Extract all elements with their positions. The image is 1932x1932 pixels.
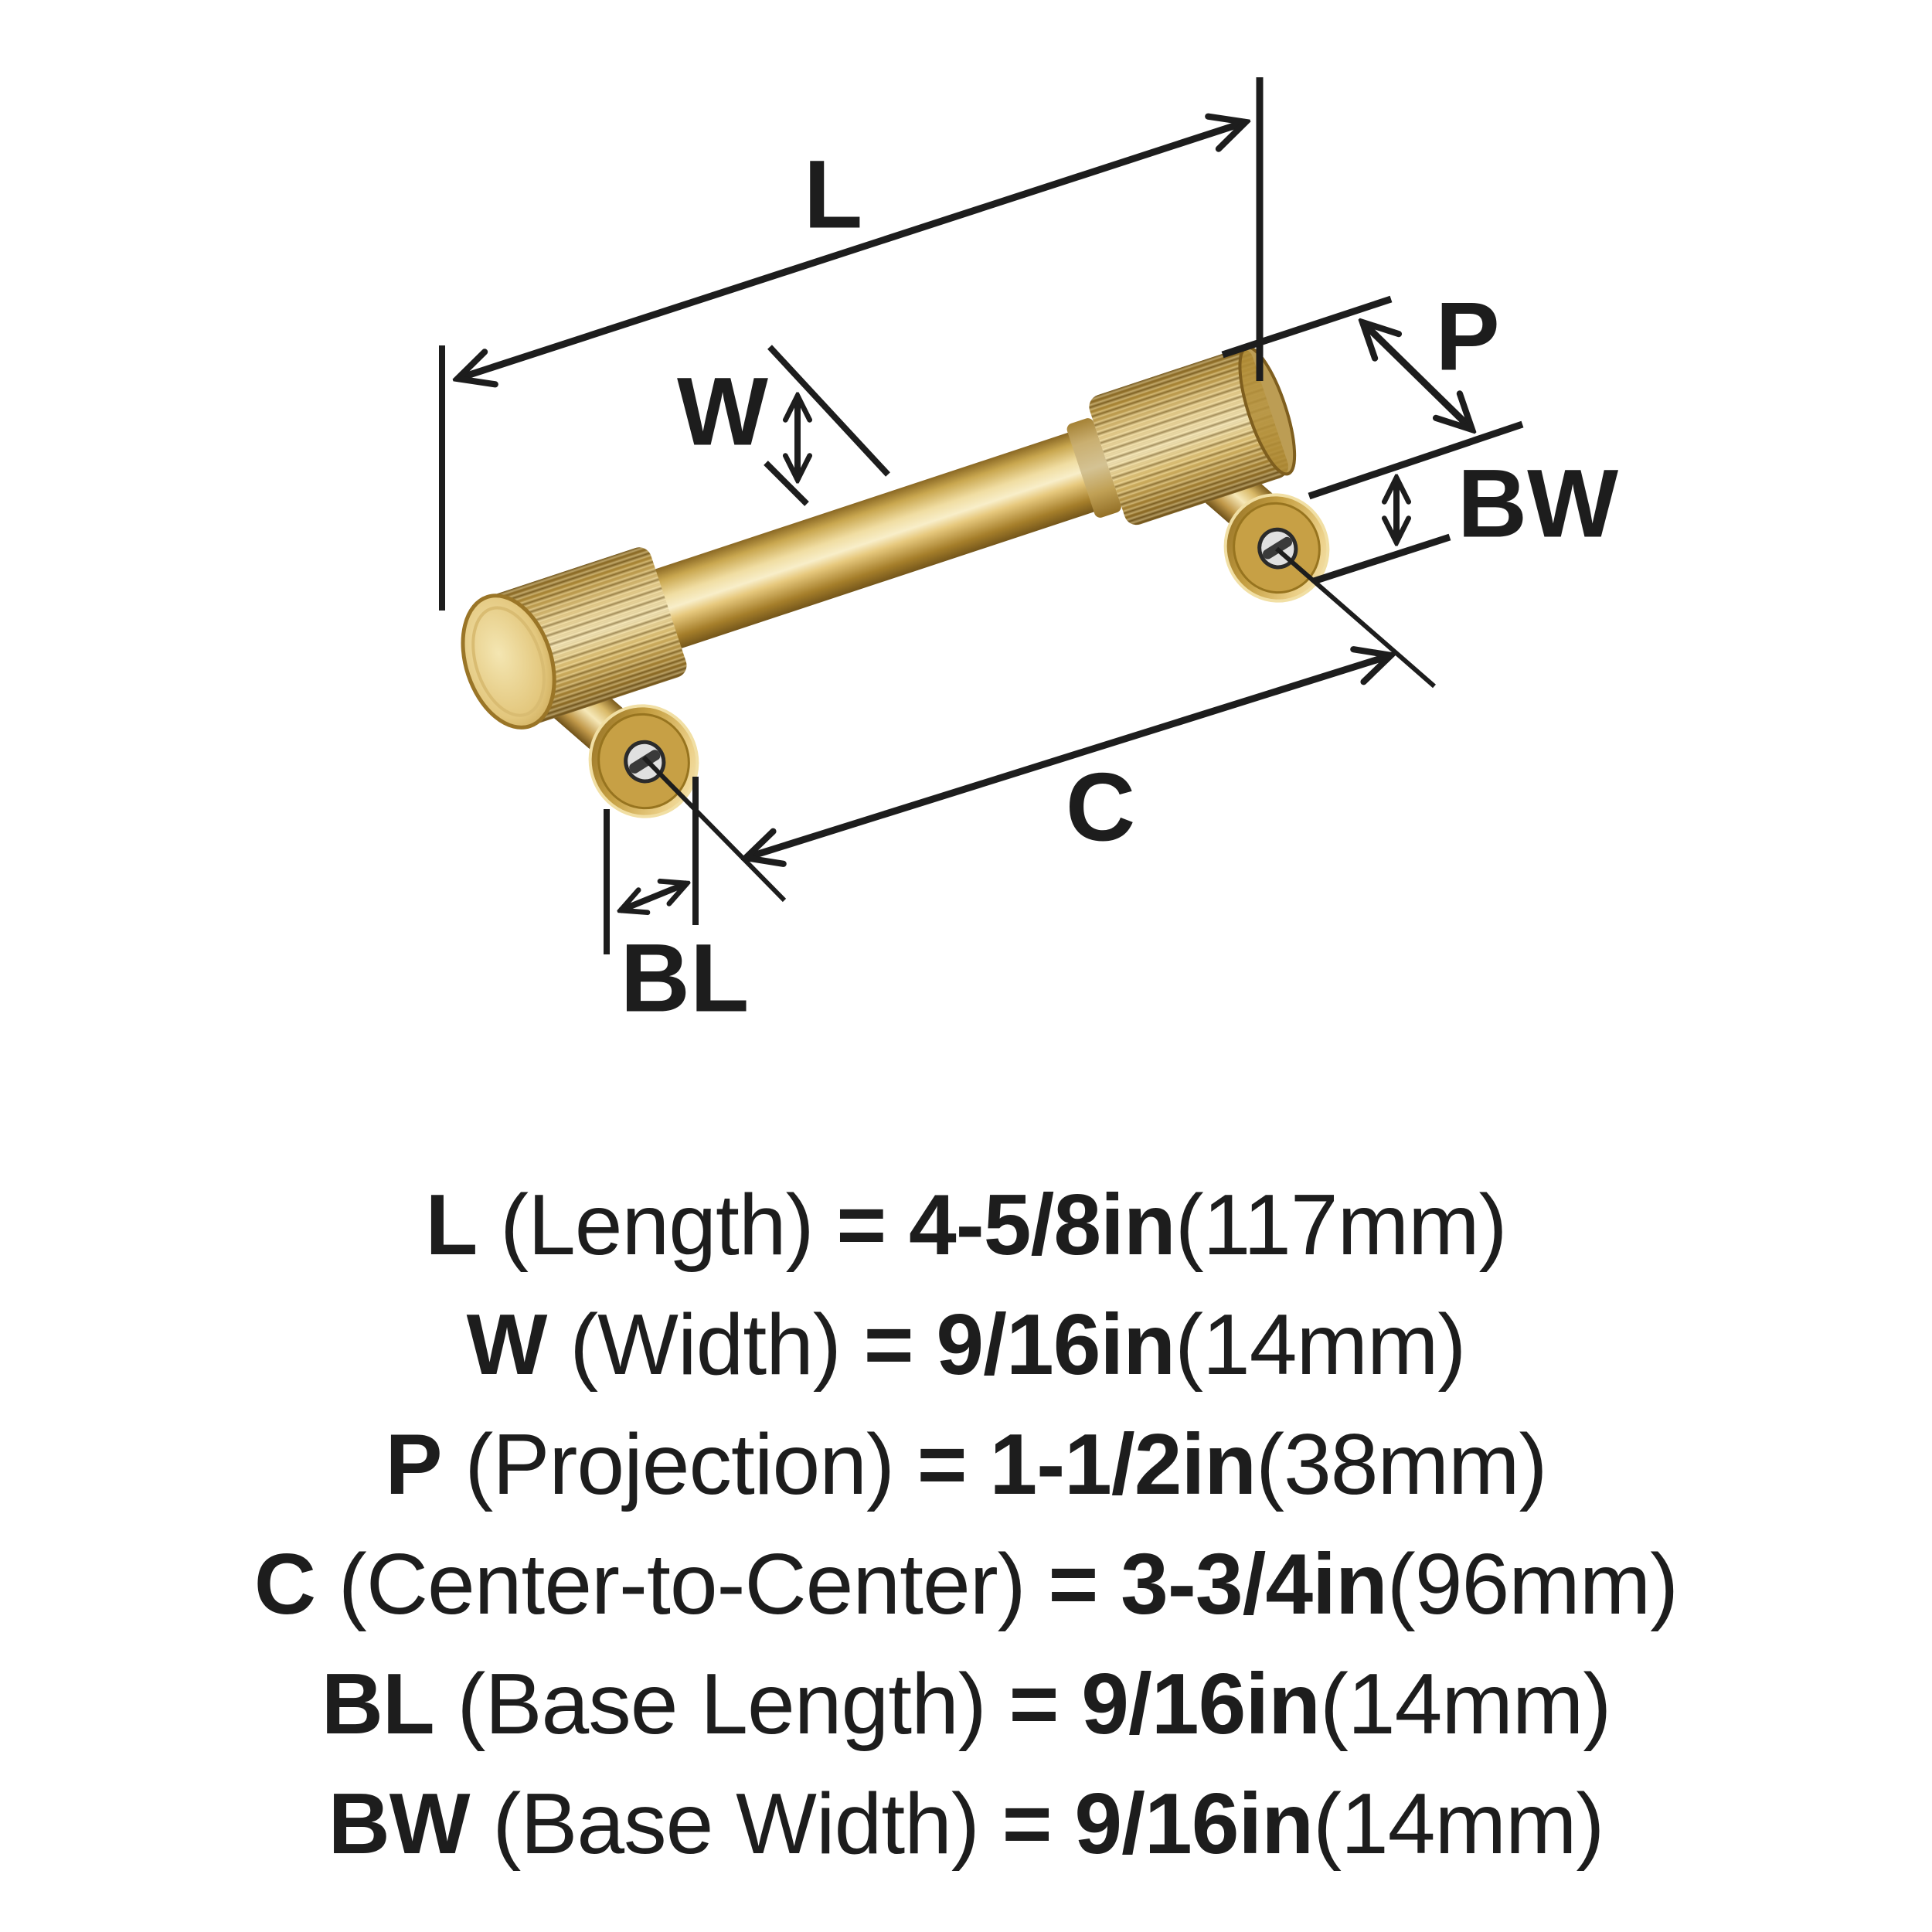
dim-bw bbox=[1312, 478, 1451, 585]
dim-l bbox=[439, 77, 1264, 611]
spec-metric: (96mm) bbox=[1386, 1536, 1679, 1632]
spec-list: L (Length) = 4-5/8in(117mm) W (Width) = … bbox=[0, 1165, 1932, 1884]
handle-bar-group bbox=[461, 345, 1297, 730]
spec-value: 9/16in bbox=[1058, 1656, 1321, 1752]
spec-equals: = bbox=[1002, 1776, 1053, 1872]
spec-symbol: W bbox=[466, 1297, 548, 1393]
spec-line-base-length: BL (Base Length) = 9/16in(14mm) bbox=[0, 1645, 1932, 1764]
spec-equals: = bbox=[1009, 1656, 1060, 1752]
bl-arrow bbox=[621, 883, 687, 910]
dim-c bbox=[641, 546, 1436, 903]
spec-symbol: BL bbox=[321, 1656, 435, 1752]
spec-equals: = bbox=[863, 1297, 914, 1393]
spec-metric: (14mm) bbox=[1313, 1776, 1604, 1872]
spec-equals: = bbox=[836, 1177, 886, 1273]
c-dimension-line bbox=[746, 655, 1391, 858]
right-knurled-cap bbox=[1089, 345, 1297, 526]
w-tick-short bbox=[764, 461, 809, 506]
spec-equals: = bbox=[1048, 1536, 1098, 1632]
spec-metric: (14mm) bbox=[1319, 1656, 1611, 1752]
spec-symbol: L bbox=[425, 1177, 478, 1273]
spec-metric: (14mm) bbox=[1175, 1297, 1466, 1393]
spec-value: 4-5/8in bbox=[886, 1177, 1176, 1273]
spec-symbol: BW bbox=[328, 1776, 471, 1872]
handle-illustration bbox=[461, 345, 1330, 818]
spec-name: (Projection) bbox=[441, 1417, 917, 1512]
spec-symbol: C bbox=[253, 1536, 316, 1632]
l-dimension-line bbox=[457, 122, 1246, 379]
dim-p bbox=[1221, 295, 1524, 500]
p-extension-line-lower bbox=[1308, 420, 1524, 500]
dim-w bbox=[764, 345, 890, 506]
label-w: W bbox=[677, 359, 768, 466]
spec-value: 9/16in bbox=[913, 1297, 1175, 1393]
label-p: P bbox=[1435, 284, 1499, 391]
right-base bbox=[1223, 493, 1330, 603]
label-l: L bbox=[804, 141, 862, 249]
c-extension-line-right bbox=[1275, 546, 1436, 689]
spec-line-projection: P (Projection) = 1-1/2in(38mm) bbox=[0, 1405, 1932, 1525]
spec-line-base-width: BW (Base Width) = 9/16in(14mm) bbox=[0, 1764, 1932, 1884]
left-base bbox=[588, 704, 699, 818]
p-arrow bbox=[1362, 322, 1472, 430]
left-cap-face bbox=[462, 595, 555, 728]
w-tick-long bbox=[767, 345, 890, 477]
spec-line-center-to-center: C (Center-to-Center) = 3-3/4in(96mm) bbox=[0, 1525, 1932, 1645]
label-bl: BL bbox=[621, 925, 750, 1032]
spec-symbol: P bbox=[385, 1417, 443, 1512]
right-collar-ring bbox=[1066, 418, 1121, 518]
spec-line-width: W (Width) = 9/16in(14mm) bbox=[0, 1285, 1932, 1405]
spec-metric: (38mm) bbox=[1256, 1417, 1547, 1512]
spec-name: (Length) bbox=[477, 1177, 837, 1273]
bw-extension-line-lower bbox=[1312, 533, 1451, 585]
spec-metric: (117mm) bbox=[1175, 1177, 1508, 1273]
spec-value: 1-1/2in bbox=[966, 1417, 1257, 1512]
label-bw: BW bbox=[1458, 451, 1618, 558]
spec-value: 9/16in bbox=[1051, 1776, 1314, 1872]
spec-value: 3-3/4in bbox=[1097, 1536, 1388, 1632]
spec-name: (Width) bbox=[546, 1297, 864, 1393]
label-c: C bbox=[1066, 754, 1135, 862]
spec-name: (Center-to-Center) bbox=[315, 1536, 1049, 1632]
dim-bl bbox=[604, 777, 699, 954]
spec-name: (Base Width) bbox=[469, 1776, 1002, 1872]
handle-bar bbox=[646, 430, 1102, 651]
spec-name: (Base Length) bbox=[434, 1656, 1009, 1752]
spec-line-length: L (Length) = 4-5/8in(117mm) bbox=[0, 1165, 1932, 1285]
spec-equals: = bbox=[917, 1417, 968, 1512]
p-extension-line-upper bbox=[1221, 295, 1393, 359]
c-extension-line-left bbox=[641, 755, 787, 903]
